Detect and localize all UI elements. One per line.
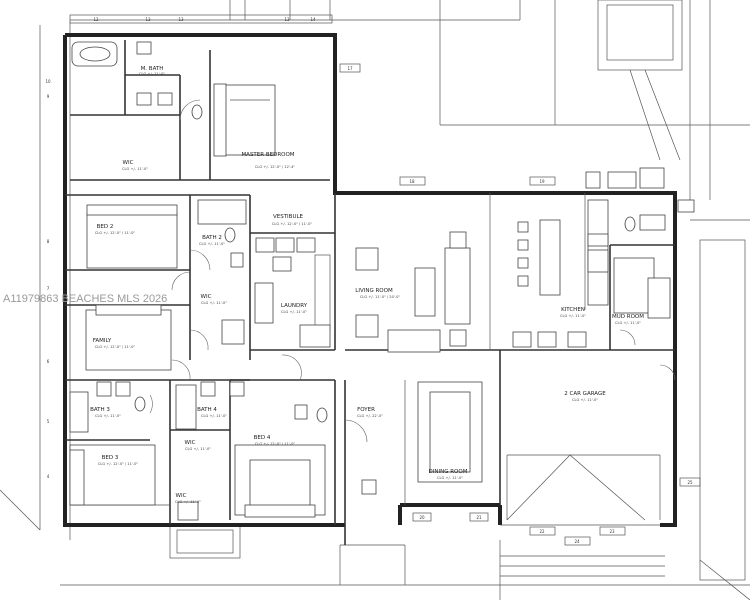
dim-label: 17 xyxy=(347,66,353,71)
doors xyxy=(149,99,676,443)
room-label-wic: WIC xyxy=(176,493,187,499)
lounge-chair xyxy=(355,314,379,338)
room-label-mudroom: MUD ROOM xyxy=(612,314,644,320)
dim-label: 22 xyxy=(539,529,545,534)
room-clg-mudroom: CLG +/- 11'-0" xyxy=(615,321,641,325)
room-clg-bath4: CLG +/- 11'-0" xyxy=(201,414,227,418)
room-label-living: LIVING ROOM xyxy=(355,288,393,294)
fixtures xyxy=(69,41,695,521)
dim-label: 10 xyxy=(45,79,51,84)
dim-label: 12 xyxy=(93,17,99,22)
dim-label: 4 xyxy=(47,474,50,479)
room-clg-bath2: CLG +/- 11'-0" xyxy=(199,242,225,246)
dim-label: 20 xyxy=(419,515,425,520)
room-clg-family: CLG +/- 12'-0" / 11'-0" xyxy=(95,345,136,349)
garage-roof-outline xyxy=(506,454,646,521)
room-label-mbath: M. BATH xyxy=(141,66,164,72)
room-label-wic: WIC xyxy=(123,160,134,166)
room-label-kitchen: KITCHEN xyxy=(561,307,585,313)
room-label-garage: 2 CAR GARAGE xyxy=(564,391,606,397)
room-label-master: MASTER BEDROOM xyxy=(241,152,294,158)
room-clg-garage: CLG +/- 11'-0" xyxy=(572,398,598,402)
master-bed xyxy=(224,84,276,156)
room-clg-foyer: CLG +/- 22'-0" xyxy=(357,414,383,418)
room-clg-master: CLG +/- 12'-0" / 12'-4" xyxy=(255,165,296,169)
top-dimension-strip: 12 13 13 13 14 xyxy=(69,14,333,24)
room-clg-laundry: CLG +/- 11'-0" xyxy=(281,310,307,314)
room-clg-living: CLG +/- 11'-0" / 20'-0" xyxy=(360,295,401,299)
interior-walls xyxy=(65,40,675,525)
room-clg-bed2: CLG +/- 12'-0" / 11'-0" xyxy=(95,231,136,235)
exterior-walls xyxy=(63,33,677,545)
room-label-dining: DINING ROOM xyxy=(429,469,468,475)
bed-2-bed xyxy=(86,212,178,269)
room-label-bed4: BED 4 xyxy=(254,435,271,441)
dim-label: 21 xyxy=(476,515,482,520)
room-clg-bed4: CLG +/- 12'-0" / 11'-0" xyxy=(255,442,296,446)
room-label-wic: WIC xyxy=(185,440,196,446)
dim-label: 25 xyxy=(687,480,693,485)
room-clg-dining: CLG +/- 11'-0" xyxy=(437,476,463,480)
room-clg-bed3: CLG +/- 12'-0" / 11'-0" xyxy=(98,462,139,466)
room-label-bath4: BATH 4 xyxy=(197,407,217,413)
dim-label: 8 xyxy=(47,239,50,244)
room-clg-vestibule: CLG +/- 12'-0" / 11'-0" xyxy=(272,222,313,226)
dim-label: 14 xyxy=(310,17,316,22)
watermark-text: A11979863 BEACHES MLS 2026 xyxy=(3,293,167,305)
room-label-bath2: BATH 2 xyxy=(202,235,222,241)
room-clg-bath3: CLG +/- 11'-0" xyxy=(95,414,121,418)
misc-dimension-tags: 17 18 19 20 21 22 23 24 25 xyxy=(339,63,701,546)
room-labels: M. BATH CLG +/- 11'-0" MASTER BEDROOM CL… xyxy=(90,66,644,504)
room-clg-wic: CLG +/- 11'-0" xyxy=(201,301,227,305)
dim-label: 13 xyxy=(284,17,290,22)
dim-label: 24 xyxy=(574,539,580,544)
room-clg-mbath: CLG +/- 11'-0" xyxy=(139,72,165,76)
room-clg-wic: CLG +/- 11'-0" xyxy=(122,167,148,171)
dim-label: 6 xyxy=(47,359,50,364)
lounge-chair xyxy=(355,247,379,271)
room-label-family: FAMILY xyxy=(93,338,112,344)
coffee-table xyxy=(414,267,436,317)
room-label-foyer: FOYER xyxy=(357,407,375,413)
dim-label: 5 xyxy=(47,419,50,424)
dim-label: 13 xyxy=(145,17,151,22)
living-sofa xyxy=(444,247,471,325)
dim-label: 13 xyxy=(178,17,184,22)
room-label-bed3: BED 3 xyxy=(102,455,119,461)
room-clg-wic: CLG +/- 11'-0" xyxy=(185,447,211,451)
dim-label: 23 xyxy=(609,529,615,534)
room-label-laundry: LAUNDRY xyxy=(281,303,308,309)
room-clg-kitchen: CLG +/- 11'-0" xyxy=(560,314,586,318)
room-label-vestibule: VESTIBULE xyxy=(273,214,304,220)
toilet xyxy=(191,104,203,120)
dim-label: 7 xyxy=(47,286,50,291)
dim-label: 9 xyxy=(47,94,50,99)
room-label-wic: WIC xyxy=(201,294,212,300)
dim-label: 18 xyxy=(409,179,415,184)
room-clg-wic: CLG +/- 11'-0" xyxy=(175,500,201,504)
room-label-bath3: BATH 3 xyxy=(90,407,110,413)
kitchen-island xyxy=(539,219,561,296)
room-label-bed2: BED 2 xyxy=(97,224,114,230)
family-sofa xyxy=(85,309,172,371)
dim-label: 19 xyxy=(539,179,545,184)
left-dimension-marks: 10 9 8 7 6 5 4 xyxy=(45,79,51,479)
